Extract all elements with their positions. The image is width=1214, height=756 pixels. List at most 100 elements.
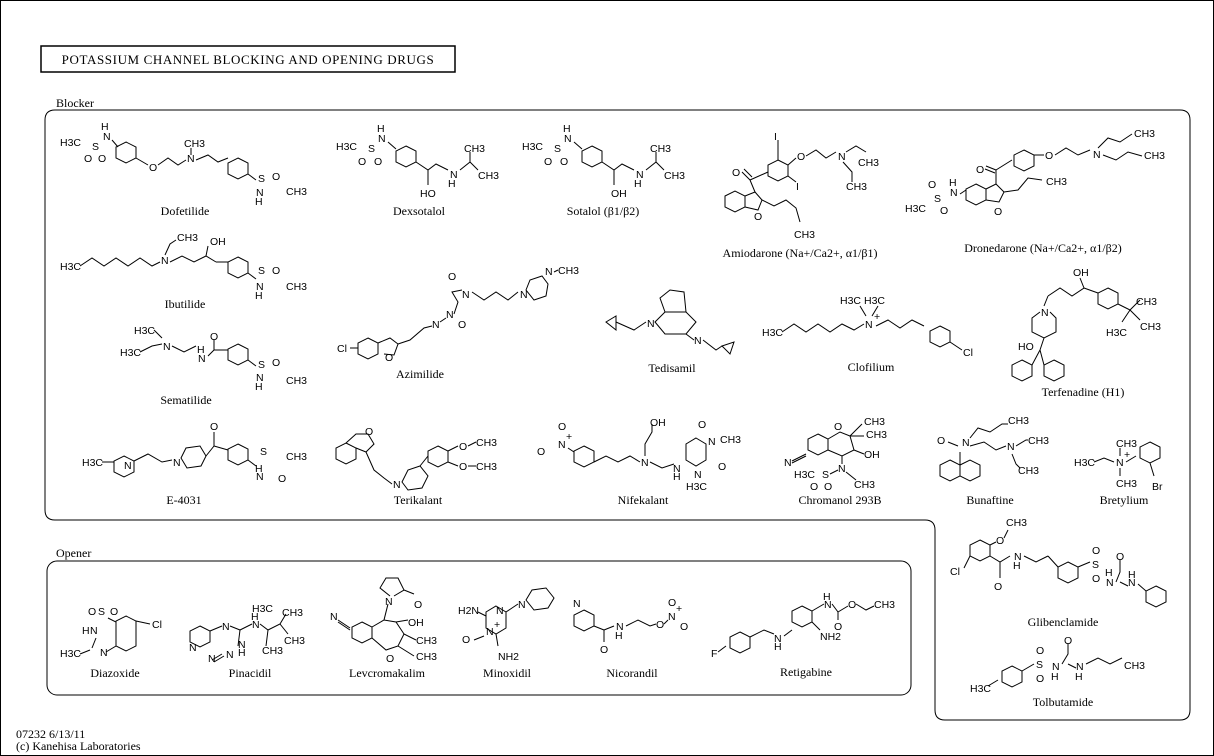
atom-label: O: [1036, 645, 1044, 657]
bretylium-structure: H3C N + CH3 CH3 Br: [1074, 438, 1163, 493]
atom-label: H: [615, 630, 623, 642]
atom-label: H: [673, 471, 681, 483]
atom-label: O: [272, 265, 280, 277]
atom-label: N: [103, 131, 111, 143]
atom-label: CH3: [864, 416, 885, 428]
atom-label: O: [834, 621, 842, 633]
atom-label: H3C: [134, 325, 155, 337]
atom-label: O: [928, 179, 936, 191]
clofilium-structure: H3C N + H3C H3C Cl: [762, 295, 973, 359]
atom-label: O: [210, 421, 218, 433]
atom-label: O: [600, 644, 608, 656]
atom-label: H3C: [840, 295, 861, 307]
atom-label: HO: [1018, 341, 1034, 353]
azimilide-structure: Cl O N N O O N N N CH3: [337, 265, 579, 364]
atom-label: CH3: [1124, 660, 1145, 672]
atom-label: S: [1092, 559, 1099, 571]
atom-label: CH3: [558, 265, 579, 277]
atom-label: OH: [1073, 267, 1089, 279]
atom-label: H3C: [794, 469, 815, 481]
atom-label: HO: [420, 188, 436, 200]
atom-label: CH3: [416, 635, 437, 647]
atom-label: S: [92, 141, 99, 153]
atom-label: CH3: [720, 434, 741, 446]
atom-label: O: [656, 619, 664, 631]
atom-label: O: [668, 597, 676, 609]
atom-label: N: [1106, 577, 1114, 589]
drug-name-nifekalant: Nifekalant: [618, 493, 669, 507]
atom-label: H: [1075, 671, 1083, 683]
opener-label: Opener: [56, 546, 91, 560]
drug-name-terfenadine: Terfenadine (H1): [1042, 385, 1125, 399]
drug-name-diazoxide: Diazoxide: [90, 666, 139, 680]
atom-label: O: [718, 461, 726, 473]
atom-label: H3C: [1074, 457, 1095, 469]
dofetilide-structure: H3C S N H O O O N CH3 S N H O CH3: [60, 121, 307, 208]
atom-label: CH3: [1028, 435, 1049, 447]
atom-label: CH3: [478, 170, 499, 182]
drug-name-nicorandil: Nicorandil: [606, 666, 658, 680]
atom-label: O: [797, 151, 805, 163]
atom-label: N: [647, 318, 655, 330]
atom-label: S: [260, 446, 267, 458]
atom-label: O: [149, 162, 157, 174]
drug-name-terikalant: Terikalant: [394, 493, 443, 507]
atom-label: O: [414, 599, 422, 611]
atom-label: CH3: [1116, 438, 1137, 450]
atom-label: O: [459, 461, 467, 473]
atom-label: O: [272, 171, 280, 183]
atom-label: N: [173, 457, 181, 469]
drug-name-bunaftine: Bunaftine: [966, 493, 1013, 507]
atom-label: CH3: [794, 229, 815, 241]
atom-label: H: [1051, 671, 1059, 683]
atom-label: N: [446, 309, 454, 321]
atom-label: CH3: [262, 645, 283, 657]
atom-label: O: [834, 421, 842, 433]
atom-label: CH3: [1018, 465, 1039, 477]
atom-label: N: [393, 479, 401, 491]
atom-label: H: [1128, 569, 1136, 581]
atom-label: H3C: [1106, 327, 1127, 339]
atom-label: H3C: [905, 203, 926, 215]
drug-name-clofilium: Clofilium: [848, 360, 895, 374]
atom-label: H2N: [458, 605, 479, 617]
atom-label: CH3: [286, 375, 307, 387]
atom-label: H: [448, 178, 456, 190]
atom-label: O: [374, 156, 382, 168]
atom-label: S: [258, 173, 265, 185]
atom-label: N: [564, 133, 572, 145]
atom-label: O: [1045, 150, 1053, 162]
ibutilide-structure: H3C N CH3 OH S N H O CH3: [60, 232, 307, 302]
dronedarone-structure: H3C S O O N H O O O N CH3 CH3 CH3: [905, 128, 1165, 218]
atom-label: N: [462, 289, 470, 301]
atom-label: H3C: [522, 141, 543, 153]
atom-label: H: [1013, 560, 1021, 572]
blocker-region: [44, 109, 1191, 721]
retigabine-structure: F N H NH2 N H O O CH3: [711, 591, 895, 660]
atom-label: O: [458, 319, 466, 331]
atom-label: N: [496, 605, 504, 617]
atom-label: N: [694, 469, 702, 481]
atom-label: O: [848, 599, 856, 611]
atom-label: OH: [210, 236, 226, 248]
blocker-label: Blocker: [56, 96, 94, 110]
atom-label: N: [694, 335, 702, 347]
atom-label: O: [976, 164, 984, 176]
atom-label: H: [255, 381, 263, 393]
atom-label: NH2: [498, 651, 519, 663]
atom-label: N: [189, 642, 197, 654]
atom-label: N: [187, 153, 195, 165]
atom-label: H: [949, 177, 957, 189]
atom-label: N: [161, 255, 169, 267]
atom-label: CH3: [874, 599, 895, 611]
atom-label: OH: [611, 188, 627, 200]
atom-label: H: [101, 121, 109, 133]
atom-label: O: [88, 606, 96, 618]
atom-label: H: [774, 641, 782, 653]
drug-name-chromanol: Chromanol 293B: [799, 493, 882, 507]
atom-label: CH3: [1116, 478, 1137, 490]
atom-label: CH3: [664, 170, 685, 182]
atom-label: N: [100, 647, 108, 659]
atom-label: N: [838, 463, 846, 475]
atom-label: N: [163, 341, 171, 353]
